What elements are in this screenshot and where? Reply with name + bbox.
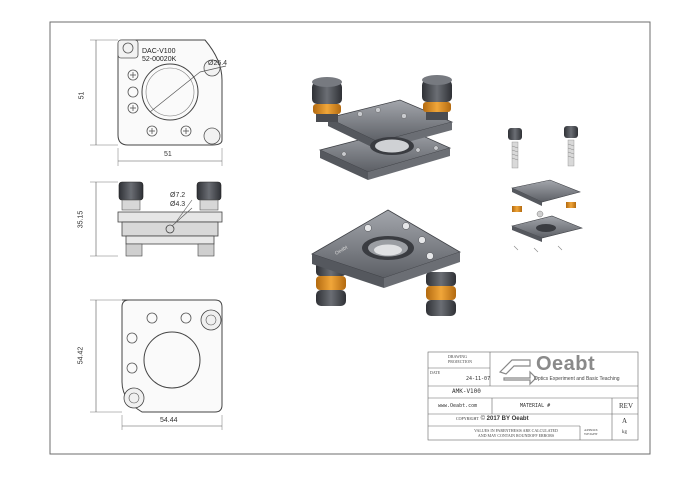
approx-label-2: WEIGHT: [584, 432, 598, 436]
values-note: VALUES IN PARENTHESIS ARE CALCULATED AND…: [456, 428, 576, 438]
bottom-view: [90, 299, 223, 430]
front-view: [90, 39, 227, 166]
approx-label-1: APPROX: [584, 428, 598, 432]
model-number: AMK-V100: [452, 388, 481, 395]
note-line-2: AND MAY CONTAIN ROUNDOFF ERRORS: [477, 433, 555, 438]
copyright-icon: ©: [480, 416, 485, 422]
exploded-view: [508, 126, 583, 253]
copyright-prefix: COPYRIGHT: [456, 416, 479, 421]
copyright-line: COPYRIGHT © 2017 BY Oeabt: [456, 416, 529, 422]
part-label-line-1: DAC-V100: [142, 48, 176, 55]
weight-unit: kg: [622, 430, 627, 435]
oeabt-logo-icon: [498, 359, 537, 386]
approx-weight-label: APPROX WEIGHT: [584, 428, 598, 436]
isometric-view-bottom: Oeabt: [311, 209, 461, 316]
website-link[interactable]: www.Oeabt.com: [438, 403, 478, 409]
front-height-dimension: 51: [78, 91, 86, 100]
part-number-label: DAC-V100 52-00020K: [142, 48, 176, 64]
title-block: [427, 351, 639, 441]
bottom-height-dimension: 54.42: [77, 346, 85, 365]
date-value: 24-11-07: [466, 376, 491, 382]
front-diameter-dimension: Ø25.4: [208, 60, 228, 67]
side-height-dimension: 35.15: [77, 210, 85, 229]
drawing-projection-label: DRAWING PROJECTION: [448, 354, 473, 364]
side-view: [90, 181, 223, 257]
company-tagline: Optics Experiment and Basic Teaching: [534, 376, 620, 382]
rev-value: A: [622, 417, 628, 425]
side-diameter-a-dimension: Ø7.2: [170, 192, 186, 199]
side-diameter-b-dimension: Ø4.3: [170, 201, 186, 208]
part-label-line-2: 52-00020K: [142, 56, 177, 63]
rev-label: REV: [619, 402, 633, 410]
note-line-1: VALUES IN PARENTHESIS ARE CALCULATED: [474, 428, 558, 433]
copyright-main: 2017 BY Oeabt: [486, 416, 529, 422]
isometric-view-top: [312, 75, 454, 180]
date-label: DATE: [430, 370, 441, 375]
material-label: MATERIAL #: [520, 403, 551, 409]
front-width-dimension: 51: [164, 151, 172, 158]
company-logo-text: Oeabt: [536, 353, 596, 375]
bottom-width-dimension: 54.44: [160, 417, 178, 424]
